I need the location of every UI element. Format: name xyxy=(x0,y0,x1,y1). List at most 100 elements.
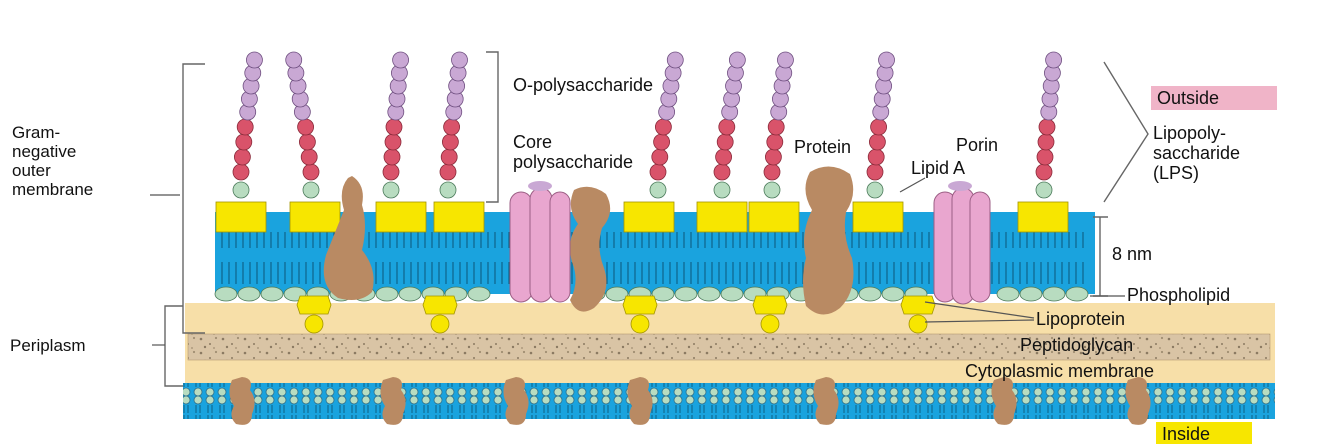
core-sugar xyxy=(765,149,781,165)
lps-chain xyxy=(650,52,683,198)
core-sugar xyxy=(384,149,400,165)
phospholipid-head xyxy=(698,287,720,301)
lipoprotein-head xyxy=(623,296,657,314)
phospholipid-head xyxy=(238,287,260,301)
lipid-a-head xyxy=(216,202,266,232)
core-sugar xyxy=(442,134,458,150)
core-sugar xyxy=(767,134,783,150)
core-sugar xyxy=(652,149,668,165)
core-sugar-base xyxy=(764,182,780,198)
core-sugar xyxy=(236,134,252,150)
lipoprotein-anchor xyxy=(431,315,449,333)
cytoplasmic-protein xyxy=(813,377,838,425)
core-sugar xyxy=(717,134,733,150)
phospholipid-head xyxy=(721,287,743,301)
cytoplasmic-protein xyxy=(1125,377,1150,425)
lipid-a-head xyxy=(376,202,426,232)
lipoprotein-label: Lipoprotein xyxy=(1036,309,1125,329)
phospholipid-head xyxy=(468,287,490,301)
core-sugar xyxy=(234,149,250,165)
porin-label: Porin xyxy=(956,135,998,155)
protein-3 xyxy=(803,166,854,314)
cytoplasmic-protein xyxy=(991,377,1016,425)
o-sugar xyxy=(246,52,262,68)
core-sugar xyxy=(383,164,399,180)
core-sugar xyxy=(303,164,319,180)
core-sugar xyxy=(871,119,887,135)
core-sugar xyxy=(1036,164,1052,180)
core-sugar xyxy=(1039,119,1055,135)
phospholipid-head xyxy=(1043,287,1065,301)
o-polysaccharide-bracket xyxy=(486,52,498,202)
core-sugar xyxy=(1038,134,1054,150)
lipoprotein-head xyxy=(297,296,331,314)
o-sugar xyxy=(667,52,683,68)
lipid-a-head xyxy=(290,202,340,232)
phospholipid-head xyxy=(399,287,421,301)
o-sugar xyxy=(452,52,468,68)
core-sugar xyxy=(298,119,314,135)
phospholipid-label: Phospholipid xyxy=(1127,285,1230,305)
lps-chain xyxy=(1036,52,1062,198)
outside-label: Outside xyxy=(1157,88,1219,108)
phospholipid-head xyxy=(997,287,1019,301)
lipoprotein-head xyxy=(901,296,935,314)
core-sugar xyxy=(301,149,317,165)
cytoplasmic-membrane-label: Cytoplasmic membrane xyxy=(965,361,1154,381)
lps-chain xyxy=(714,52,745,198)
core-polysaccharide-label: Core polysaccharide xyxy=(513,132,633,172)
core-sugar xyxy=(768,119,784,135)
thickness-label: 8 nm xyxy=(1112,244,1152,264)
core-sugar-base xyxy=(440,182,456,198)
core-sugar xyxy=(654,134,670,150)
core-sugar-base xyxy=(233,182,249,198)
phospholipid-head xyxy=(882,287,904,301)
lps-chain xyxy=(867,52,895,198)
core-sugar xyxy=(868,149,884,165)
lipid-a-head xyxy=(624,202,674,232)
protein-label: Protein xyxy=(794,137,851,157)
core-sugar xyxy=(764,164,780,180)
o-sugar xyxy=(777,52,793,68)
core-sugar xyxy=(716,149,732,165)
lipid-a-label: Lipid A xyxy=(911,158,965,178)
lipoprotein-anchor xyxy=(761,315,779,333)
cytoplasmic-protein xyxy=(627,377,652,425)
cytoplasmic-protein xyxy=(503,377,528,425)
periplasm-label: Periplasm xyxy=(10,336,86,355)
core-sugar-base xyxy=(1036,182,1052,198)
core-sugar xyxy=(385,134,401,150)
lipid-a-head xyxy=(697,202,747,232)
lps-bracket xyxy=(1104,62,1148,202)
core-sugar xyxy=(440,164,456,180)
o-sugar xyxy=(729,52,745,68)
lipoprotein-head xyxy=(423,296,457,314)
core-sugar xyxy=(655,119,671,135)
core-sugar-base xyxy=(867,182,883,198)
core-sugar xyxy=(867,164,883,180)
lipoprotein-anchor xyxy=(909,315,927,333)
core-sugar xyxy=(714,164,730,180)
core-sugar-base xyxy=(714,182,730,198)
core-sugar xyxy=(237,119,253,135)
peptidoglycan-label: Peptidoglycan xyxy=(1020,335,1133,355)
lps-chain xyxy=(440,52,468,198)
core-sugar xyxy=(650,164,666,180)
inside-label: Inside xyxy=(1162,424,1210,444)
porin-2 xyxy=(934,181,990,304)
core-sugar xyxy=(1037,149,1053,165)
core-sugar xyxy=(869,134,885,150)
phospholipid-head xyxy=(1066,287,1088,301)
phospholipid-head xyxy=(376,287,398,301)
core-sugar xyxy=(386,119,402,135)
lipid-a-head xyxy=(749,202,799,232)
phospholipid-head xyxy=(675,287,697,301)
periplasm-bracket xyxy=(165,306,183,386)
lipid-a-head xyxy=(853,202,903,232)
cytoplasmic-protein xyxy=(229,377,254,425)
core-sugar xyxy=(441,149,457,165)
gram-negative-label: Gram- negative outer membrane xyxy=(12,123,93,199)
cytoplasmic-membrane xyxy=(183,377,1275,425)
lipoprotein-anchor xyxy=(631,315,649,333)
o-sugar xyxy=(286,52,302,68)
